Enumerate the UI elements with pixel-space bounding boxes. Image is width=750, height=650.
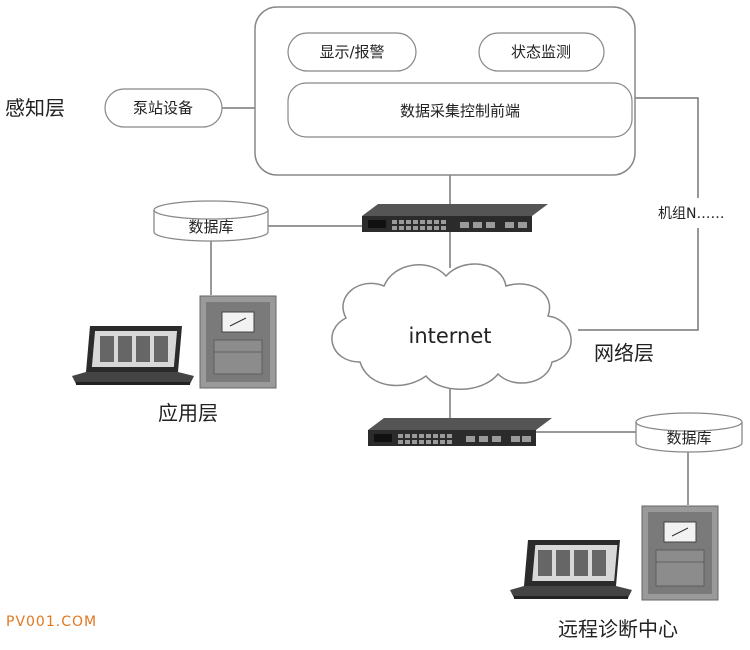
cabinet-2 bbox=[641, 505, 719, 601]
label-unit-n: 机组N…… bbox=[658, 206, 724, 222]
laptop-2 bbox=[510, 540, 632, 599]
pump-station-label: 泵站设备 bbox=[133, 99, 193, 117]
internet-cloud: internet bbox=[331, 263, 572, 390]
internet-label: internet bbox=[408, 324, 491, 348]
laptop-1 bbox=[72, 326, 194, 385]
line-frontend-to-unitn bbox=[632, 97, 699, 198]
database-1-label: 数据库 bbox=[188, 218, 233, 236]
line-unitn-to-internet bbox=[578, 228, 699, 331]
cabinet-1 bbox=[199, 295, 277, 389]
display-alarm-label: 显示/报警 bbox=[319, 43, 384, 61]
database-2: 数据库 bbox=[635, 412, 743, 453]
label-remote-center: 远程诊断中心 bbox=[558, 617, 678, 641]
label-perception-layer: 感知层 bbox=[5, 96, 65, 120]
label-network-layer: 网络层 bbox=[594, 341, 654, 365]
pump-station-box bbox=[104, 88, 223, 128]
status-monitor-label: 状态监测 bbox=[511, 43, 571, 61]
label-application-layer: 应用层 bbox=[158, 401, 218, 425]
data-acq-frontend-label: 数据采集控制前端 bbox=[400, 102, 520, 120]
status-monitor-box bbox=[478, 32, 605, 72]
database-2-label: 数据库 bbox=[666, 429, 711, 447]
database-1: 数据库 bbox=[153, 200, 269, 242]
network-switch-1 bbox=[362, 204, 548, 232]
display-alarm-box bbox=[287, 32, 417, 72]
data-acq-frontend-box bbox=[287, 82, 633, 138]
network-switch-2 bbox=[368, 418, 552, 446]
connector-lines bbox=[210, 97, 699, 505]
watermark-text: PV001.COM bbox=[6, 614, 97, 630]
